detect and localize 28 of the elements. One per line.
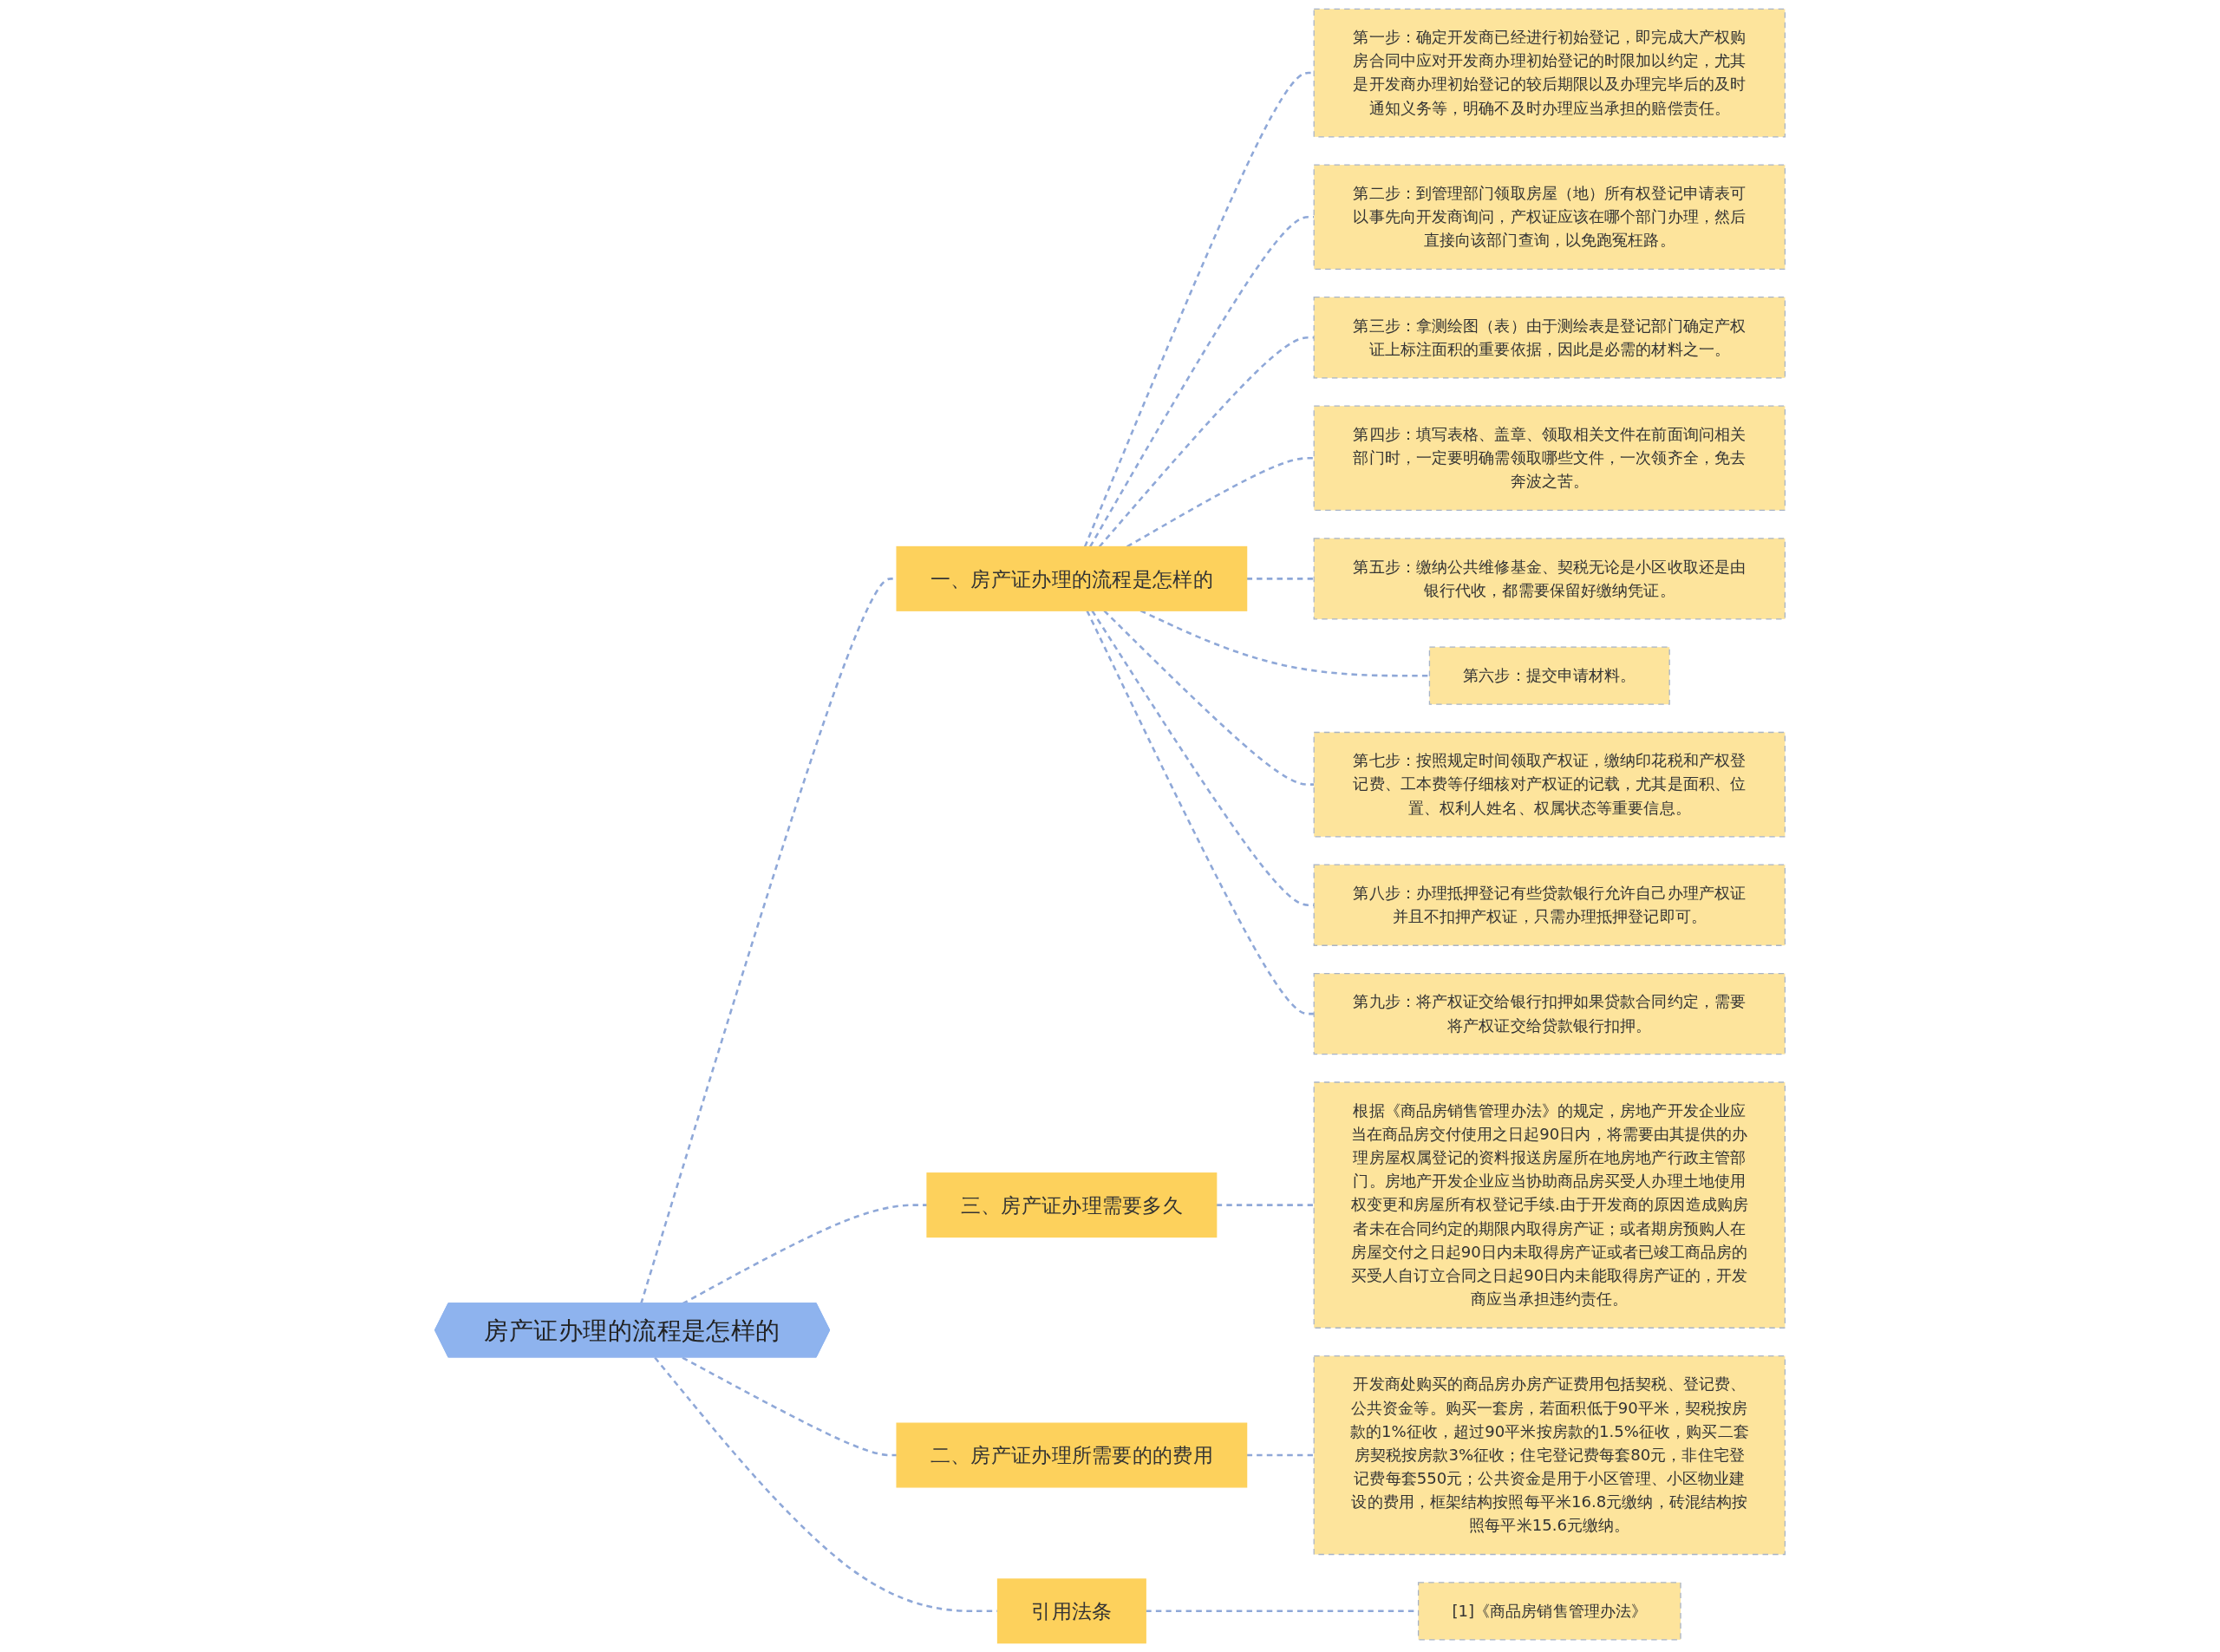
node-box: 第九步：将产权证交给银行扣押如果贷款合同约定，需要将产权证交给贷款银行扣押。	[1313, 972, 1786, 1055]
node-box: 第三步：拿测绘图（表）由于测绘表是登记部门确定产权证上标注面积的重要依据，因此是必需的材料之一。	[1313, 297, 1786, 379]
node-box: 第一步：确定开发商已经进行初始登记，即完成大产权购房合同中应对开发商办理初始登记的时限加以约定，尤其是开发商办理初始登记的较后期限以及办理完毕后的及时通知义务等，明确不及时办理应当承担的赔偿责任。	[1313, 8, 1786, 138]
node-box: 第二步：到管理部门领取房屋（地）所有权登记申请表可以事先向开发商询问，产权证应该在哪个部门办理，然后直接向该部门查询，以免跑冤枉路。	[1313, 164, 1786, 271]
node-box: [1]《商品房销售管理办法》	[1417, 1582, 1681, 1641]
node-box: 一、房产证办理的流程是怎样的	[896, 545, 1248, 611]
connector	[1246, 578, 1315, 580]
connector	[1139, 610, 1430, 677]
node-box: 第七步：按照规定时间领取产权证，缴纳印花税和产权登记费、工本费等仔细核对产权证的记载，尤其是面积、位置、权利人姓名、权属状态等重要信息。	[1313, 731, 1786, 838]
node-box: 第八步：办理抵押登记有些贷款银行允许自己办理产权证并且不扣押产权证，只需办理抵押登记即可。	[1313, 864, 1786, 946]
connector	[1216, 1204, 1315, 1206]
node-box: 第四步：填写表格、盖章、领取相关文件在前面询问相关部门时，一定要明确需领取哪些文件，一次领齐全，免去奔波之苦。	[1313, 405, 1786, 512]
connector	[1086, 610, 1315, 1015]
node-box: 开发商处购买的商品房办房产证费用包括契税、登记费、公共资金等。购买一套房，若面积低于90平米，契税按房款的1%征收，超过90平米按房款的1.5%征收，购买二套房契税按房款3%征收；住宅登记费每套80元，非住宅登记费每套550元；公共资金是用于小区管理、小区物业建设的费用，框架结构按照每平米16.8元缴纳，砖混结构按照每平米15.6元缴纳。	[1313, 1355, 1786, 1556]
connector	[1126, 457, 1315, 548]
connector	[1098, 336, 1315, 548]
connector	[1091, 610, 1315, 906]
node-box: 三、房产证办理需要多久	[926, 1172, 1218, 1238]
node-box: 第五步：缴纳公共维修基金、契税无论是小区收取还是由银行代收，都需要保留好缴纳凭证。	[1313, 538, 1786, 620]
connector	[1103, 610, 1315, 786]
connector	[1089, 215, 1315, 548]
node-box: 根据《商品房销售管理办法》的规定，房地产开发企业应当在商品房交付使用之日起90日内，将需要由其提供的办理房屋权属登记的资料报送房屋所在地房地产行政主管部门。房地产开发企业应当协助商品房买受人办理土地使用权变更和房屋所有权登记手续.由于开发商的原因造成购房者未在合同约定的期限内取得房产证；或者期房预购人在房屋交付之日起90日内未取得房产证或者已竣工商品房的买受人自订立合同之日起90日内未能取得房产证的，开发商应当承担违约责任。	[1313, 1081, 1786, 1329]
connector	[1246, 1453, 1315, 1457]
connector	[682, 1356, 898, 1457]
connector	[1083, 71, 1315, 547]
node-box: 二、房产证办理所需要的的费用	[896, 1422, 1248, 1488]
node-box: 第六步：提交申请材料。	[1428, 646, 1670, 705]
node-box: 引用法条	[996, 1578, 1146, 1644]
